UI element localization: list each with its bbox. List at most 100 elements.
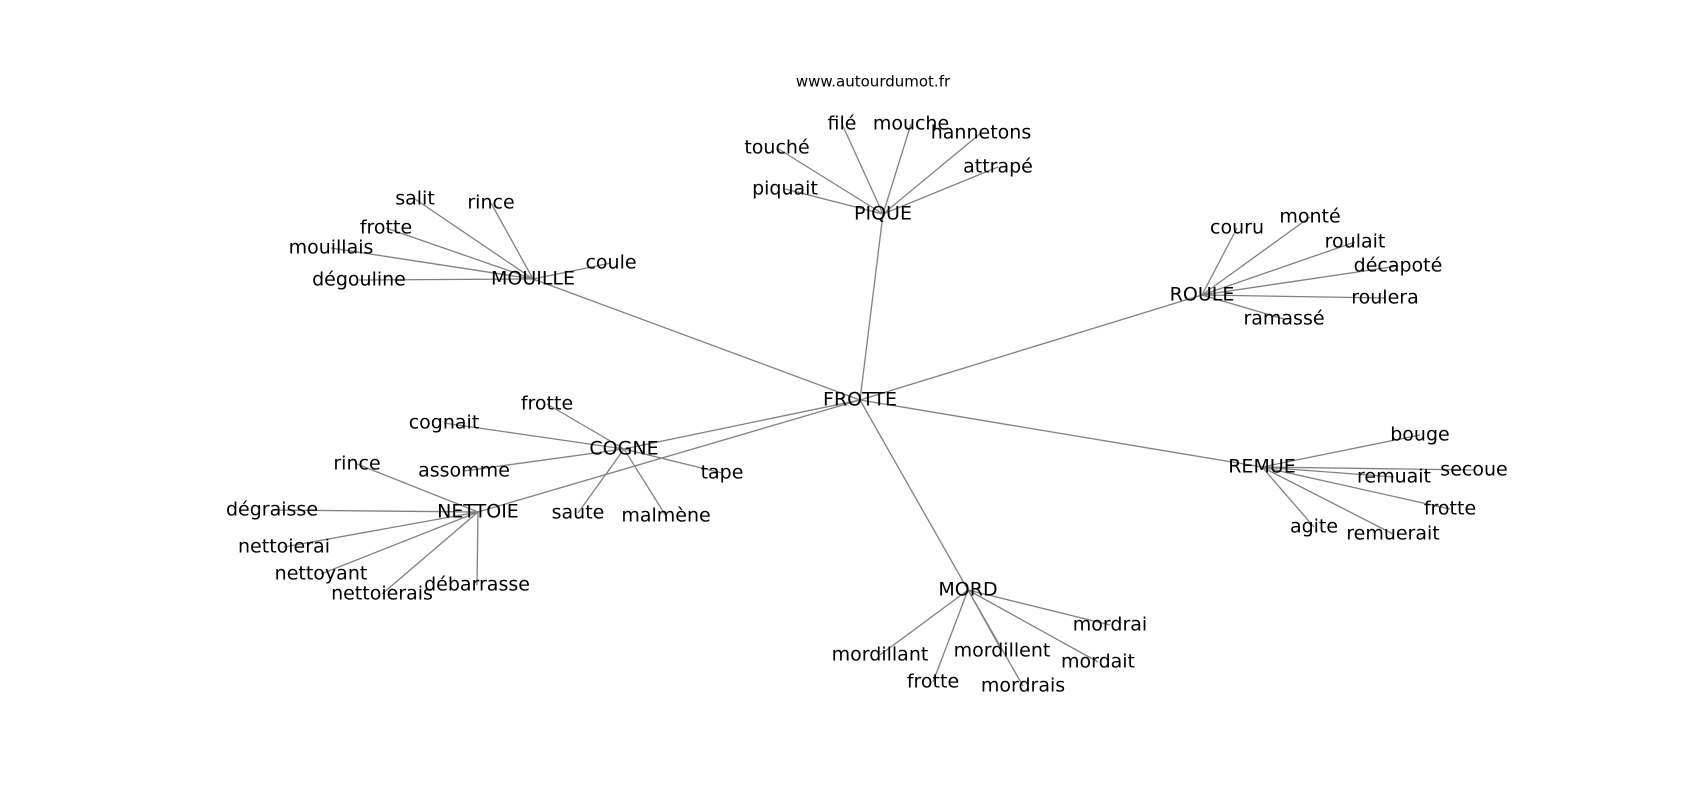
- edge-cogne-leaf: [463, 448, 625, 472]
- edge-nettoie-leaf: [381, 511, 479, 595]
- edge-nettoie-leaf: [320, 511, 479, 575]
- leaf-node-label: tape: [701, 462, 744, 484]
- leaf-node-label: mordillent: [954, 640, 1051, 662]
- edge-nettoie-leaf: [356, 463, 479, 513]
- leaf-node-label: frotte: [907, 671, 959, 693]
- hub-node-pique: PIQUE: [854, 203, 912, 225]
- leaf-node-label: hannetons: [931, 122, 1031, 144]
- edge-mouille-leaf: [330, 247, 534, 280]
- leaf-node-label: monté: [1279, 206, 1340, 228]
- leaf-node-label: ramassé: [1243, 308, 1324, 330]
- leaf-node-label: rince: [467, 192, 514, 214]
- edge-pique-leaf: [882, 166, 999, 215]
- edge-roule-leaf: [1201, 265, 1399, 296]
- edge-roule-leaf: [1201, 241, 1356, 296]
- hub-node-nettoie: NETTOIE: [437, 501, 519, 523]
- leaf-node-label: nettoierais: [331, 583, 433, 605]
- edge-remue-leaf: [1261, 466, 1475, 471]
- leaf-node-label: filé: [828, 113, 857, 135]
- edge-nettoie-leaf: [476, 511, 479, 586]
- hub-node-roule: ROULE: [1170, 284, 1235, 306]
- edge-center-pique: [859, 213, 884, 401]
- edge-center-cogne: [623, 399, 861, 450]
- hub-node-cogne: COGNE: [589, 438, 658, 460]
- leaf-node-label: assomme: [418, 460, 510, 482]
- edge-roule-leaf: [1201, 294, 1386, 299]
- edge-cogne-leaf: [443, 422, 625, 450]
- edge-pique-leaf: [882, 123, 912, 215]
- leaf-node-label: frotte: [521, 393, 573, 415]
- edge-center-nettoie: [477, 399, 861, 513]
- edge-pique-leaf: [776, 147, 884, 215]
- leaf-node-label: cognait: [409, 412, 480, 434]
- leaf-node-label: mordrais: [981, 675, 1065, 697]
- leaf-node-label: malmène: [621, 505, 710, 527]
- edge-pique-leaf: [841, 123, 884, 215]
- leaf-node-label: mordrai: [1073, 614, 1147, 636]
- leaf-node-label: dégraisse: [226, 499, 318, 521]
- edge-mord-leaf: [967, 589, 1099, 663]
- edge-cogne-leaf: [577, 448, 625, 514]
- leaf-node-label: couru: [1210, 217, 1264, 239]
- hub-node-mord: MORD: [938, 579, 997, 601]
- edge-remue-leaf: [1261, 466, 1394, 535]
- edge-center-roule: [859, 294, 1203, 401]
- leaf-node-label: mordait: [1061, 651, 1135, 673]
- center-node: FROTTE: [823, 389, 897, 411]
- leaf-node-label: décapoté: [1354, 255, 1443, 277]
- edge-cogne-leaf: [623, 448, 723, 474]
- leaf-node-label: attrapé: [963, 156, 1033, 178]
- edge-mord-leaf: [967, 589, 1024, 687]
- leaf-node-label: bouge: [1390, 424, 1449, 446]
- edge-mouille-leaf: [385, 227, 534, 280]
- edge-mouille-leaf: [532, 262, 612, 280]
- edge-roule-leaf: [1201, 294, 1285, 320]
- edge-pique-leaf: [784, 188, 884, 215]
- leaf-node-label: saute: [552, 502, 605, 524]
- edge-nettoie-leaf: [283, 511, 479, 548]
- edge-mord-leaf: [967, 589, 1111, 626]
- leaf-node-label: coule: [585, 252, 636, 274]
- edge-remue-leaf: [1261, 466, 1315, 528]
- edge-nettoie-leaf: [271, 509, 479, 513]
- leaf-node-label: nettoyant: [275, 563, 368, 585]
- edge-cogne-leaf: [546, 403, 625, 450]
- leaf-node-label: touché: [744, 137, 809, 159]
- leaf-node-label: mordillant: [832, 644, 929, 666]
- leaf-node-label: mouillais: [289, 237, 374, 259]
- leaf-node-label: roulait: [1325, 231, 1386, 253]
- leaf-node-label: salit: [395, 188, 435, 210]
- edge-roule-leaf: [1201, 216, 1311, 296]
- leaf-node-label: mouche: [873, 113, 949, 135]
- edge-roule-leaf: [1201, 227, 1238, 296]
- edge-remue-leaf: [1261, 466, 1395, 478]
- edge-mouille-leaf: [414, 198, 534, 280]
- leaf-node-label: frotte: [1424, 498, 1476, 520]
- leaf-node-label: dégouline: [312, 269, 406, 291]
- hub-node-remue: REMUE: [1228, 456, 1296, 478]
- hub-node-mouille: MOUILLE: [491, 268, 575, 290]
- leaf-node-label: agite: [1290, 516, 1338, 538]
- leaf-node-label: roulera: [1351, 287, 1418, 309]
- leaf-node-label: débarrasse: [424, 574, 530, 596]
- leaf-node-label: remuait: [1357, 466, 1431, 488]
- edge-mouille-leaf: [358, 278, 534, 281]
- edge-mouille-leaf: [490, 202, 534, 280]
- edge-remue-leaf: [1261, 466, 1451, 510]
- edge-center-mord: [859, 399, 969, 591]
- leaf-node-label: nettoierai: [238, 536, 330, 558]
- leaf-node-label: frotte: [360, 217, 412, 239]
- leaf-node-label: remuerait: [1346, 523, 1440, 545]
- edge-mord-leaf: [879, 589, 969, 656]
- leaf-node-label: rince: [333, 453, 380, 475]
- edge-center-remue: [859, 399, 1263, 468]
- leaf-node-label: secoue: [1440, 459, 1507, 481]
- graph-edges: [271, 123, 1475, 687]
- leaf-node-label: piquait: [752, 178, 818, 200]
- edge-pique-leaf: [882, 132, 982, 215]
- edge-cogne-leaf: [623, 448, 667, 517]
- edge-mord-leaf: [932, 589, 969, 683]
- site-watermark: www.autourdumot.fr: [796, 73, 951, 91]
- edge-remue-leaf: [1261, 434, 1421, 468]
